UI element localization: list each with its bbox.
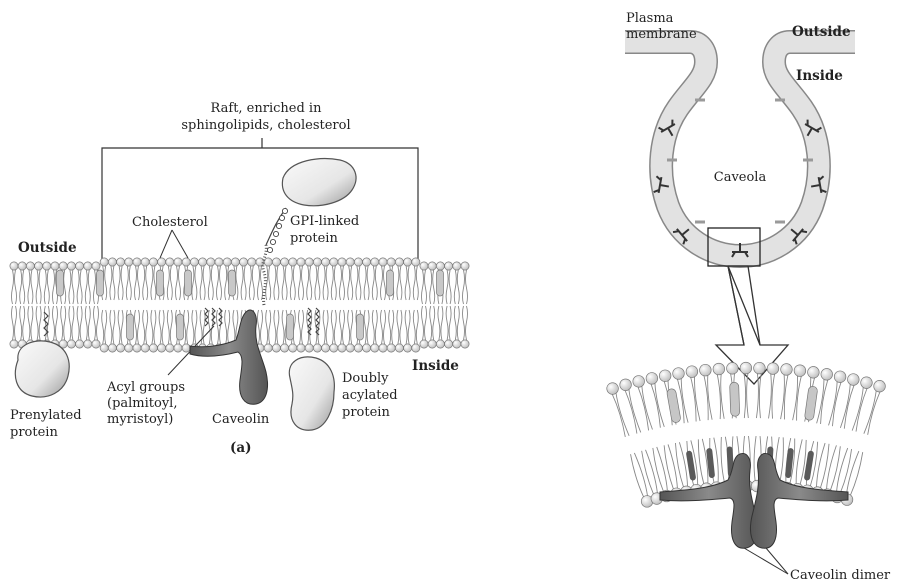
inside-label-a: Inside <box>412 358 459 374</box>
panel-a: Raft, enriched in sphingolipids, cholest… <box>10 101 469 456</box>
plasma-label-1: Plasma <box>626 11 674 26</box>
panel-b: Plasma membrane Outside Inside Caveola C… <box>607 11 891 583</box>
acyl-label-3: myristoyl) <box>107 412 173 427</box>
raft-bracket <box>102 148 418 262</box>
outside-label-a: Outside <box>18 240 77 256</box>
caveola-label: Caveola <box>714 170 767 185</box>
cholesterol-pointer <box>160 230 188 258</box>
prenylated-label-1: Prenylated <box>10 408 82 423</box>
gpi-label-1: GPI-linked <box>290 214 359 229</box>
caveolin-dimer-label: Caveolin dimer <box>790 568 891 583</box>
outside-label-b: Outside <box>792 24 851 40</box>
inside-label-b: Inside <box>796 68 843 84</box>
plasma-label-2: membrane <box>626 27 697 42</box>
doubly-label-1: Doubly <box>342 371 389 386</box>
prenylated-label-2: protein <box>10 425 58 440</box>
doubly-label-2: acylated <box>342 388 398 403</box>
doubly-label-3: protein <box>342 405 390 420</box>
doubly-acylated-protein <box>289 308 334 430</box>
caveolin-label: Caveolin <box>212 412 270 427</box>
raft-label-1: Raft, enriched in <box>211 101 323 116</box>
dimer-pointer-1 <box>744 548 788 574</box>
acyl-label-2: (palmitoyl, <box>107 396 177 411</box>
cholesterol-label: Cholesterol <box>132 215 208 230</box>
dimer-pointer-2 <box>766 548 788 574</box>
raft-label-2: sphingolipids, cholesterol <box>181 118 350 133</box>
gpi-label-2: protein <box>290 231 338 246</box>
panel-letter-a: (a) <box>230 440 252 456</box>
acyl-label-1: Acyl groups <box>106 380 185 395</box>
